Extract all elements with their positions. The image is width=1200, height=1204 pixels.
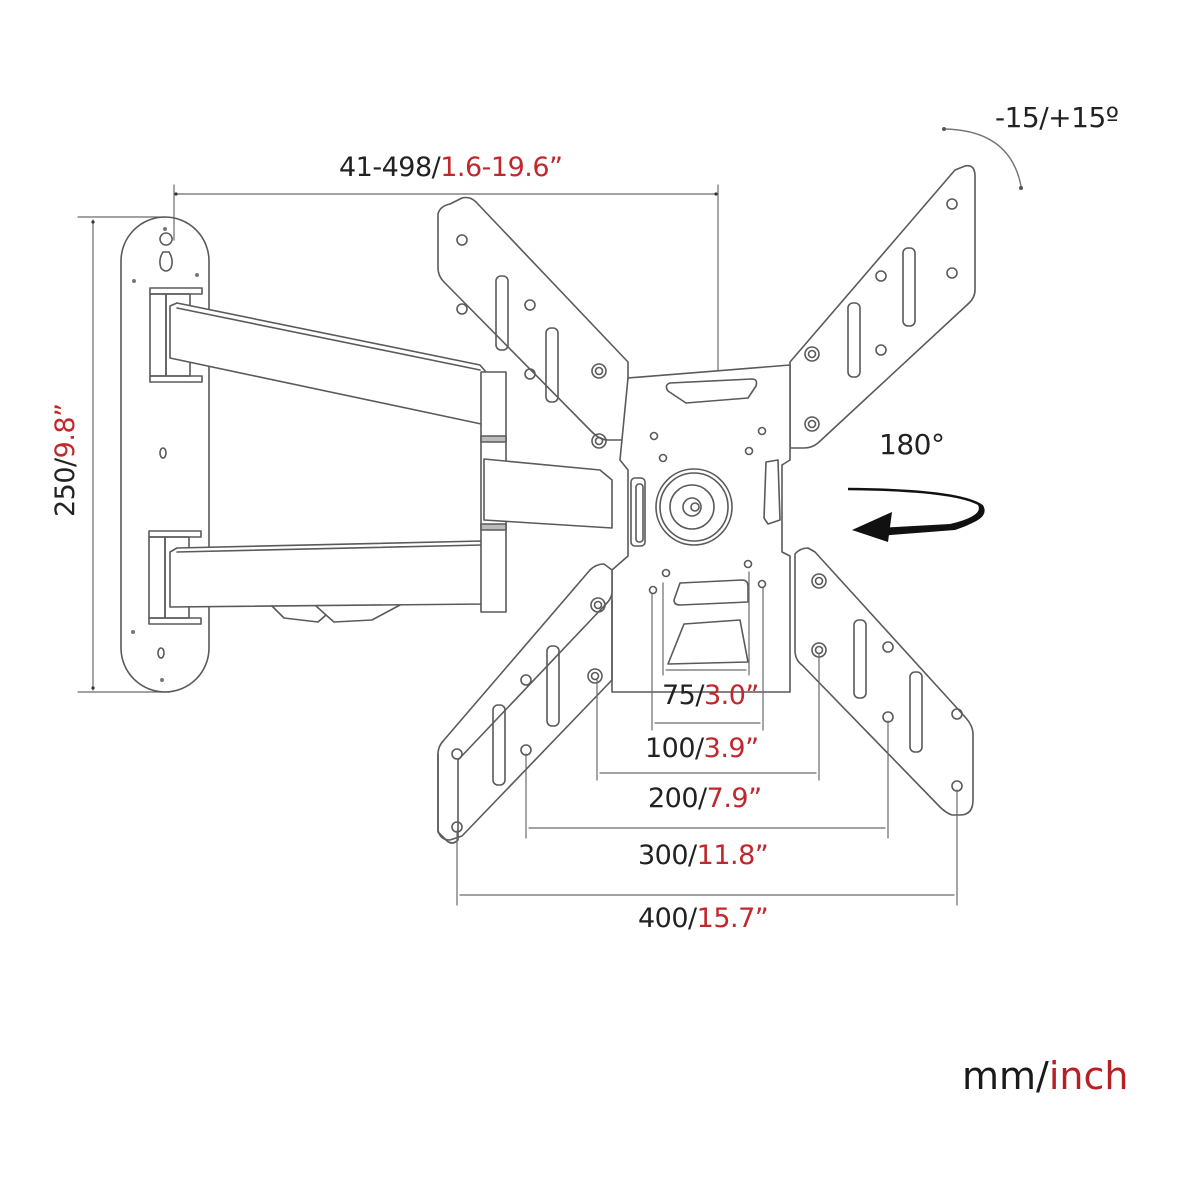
vesa-100-label: 100/3.9” xyxy=(645,733,759,764)
tilt-label: -15/+15º xyxy=(995,101,1119,134)
lower-arm xyxy=(169,540,487,623)
extension-label: 41-498/1.6-19.6” xyxy=(339,152,563,183)
vesa-200-label: 200/7.9” xyxy=(648,783,762,814)
middle-arm xyxy=(480,371,613,613)
tilt-arc-icon xyxy=(942,127,1023,190)
height-dimension-line xyxy=(77,216,171,693)
vesa-75-label: 75/3.0” xyxy=(662,680,759,711)
wall-plate xyxy=(120,216,210,693)
vesa-plate xyxy=(437,164,976,844)
upper-wall-hinge xyxy=(149,287,203,383)
upper-arm xyxy=(169,302,487,426)
height-label: 250/9.8” xyxy=(50,403,81,517)
vesa-dimension-lines xyxy=(456,571,958,906)
swivel-label: 180° xyxy=(879,428,945,461)
swivel-arrow-icon xyxy=(847,487,985,542)
vesa-300-label: 300/11.8” xyxy=(638,840,769,871)
units-legend: mm/inch xyxy=(962,1054,1129,1098)
vesa-400-label: 400/15.7” xyxy=(638,903,769,934)
